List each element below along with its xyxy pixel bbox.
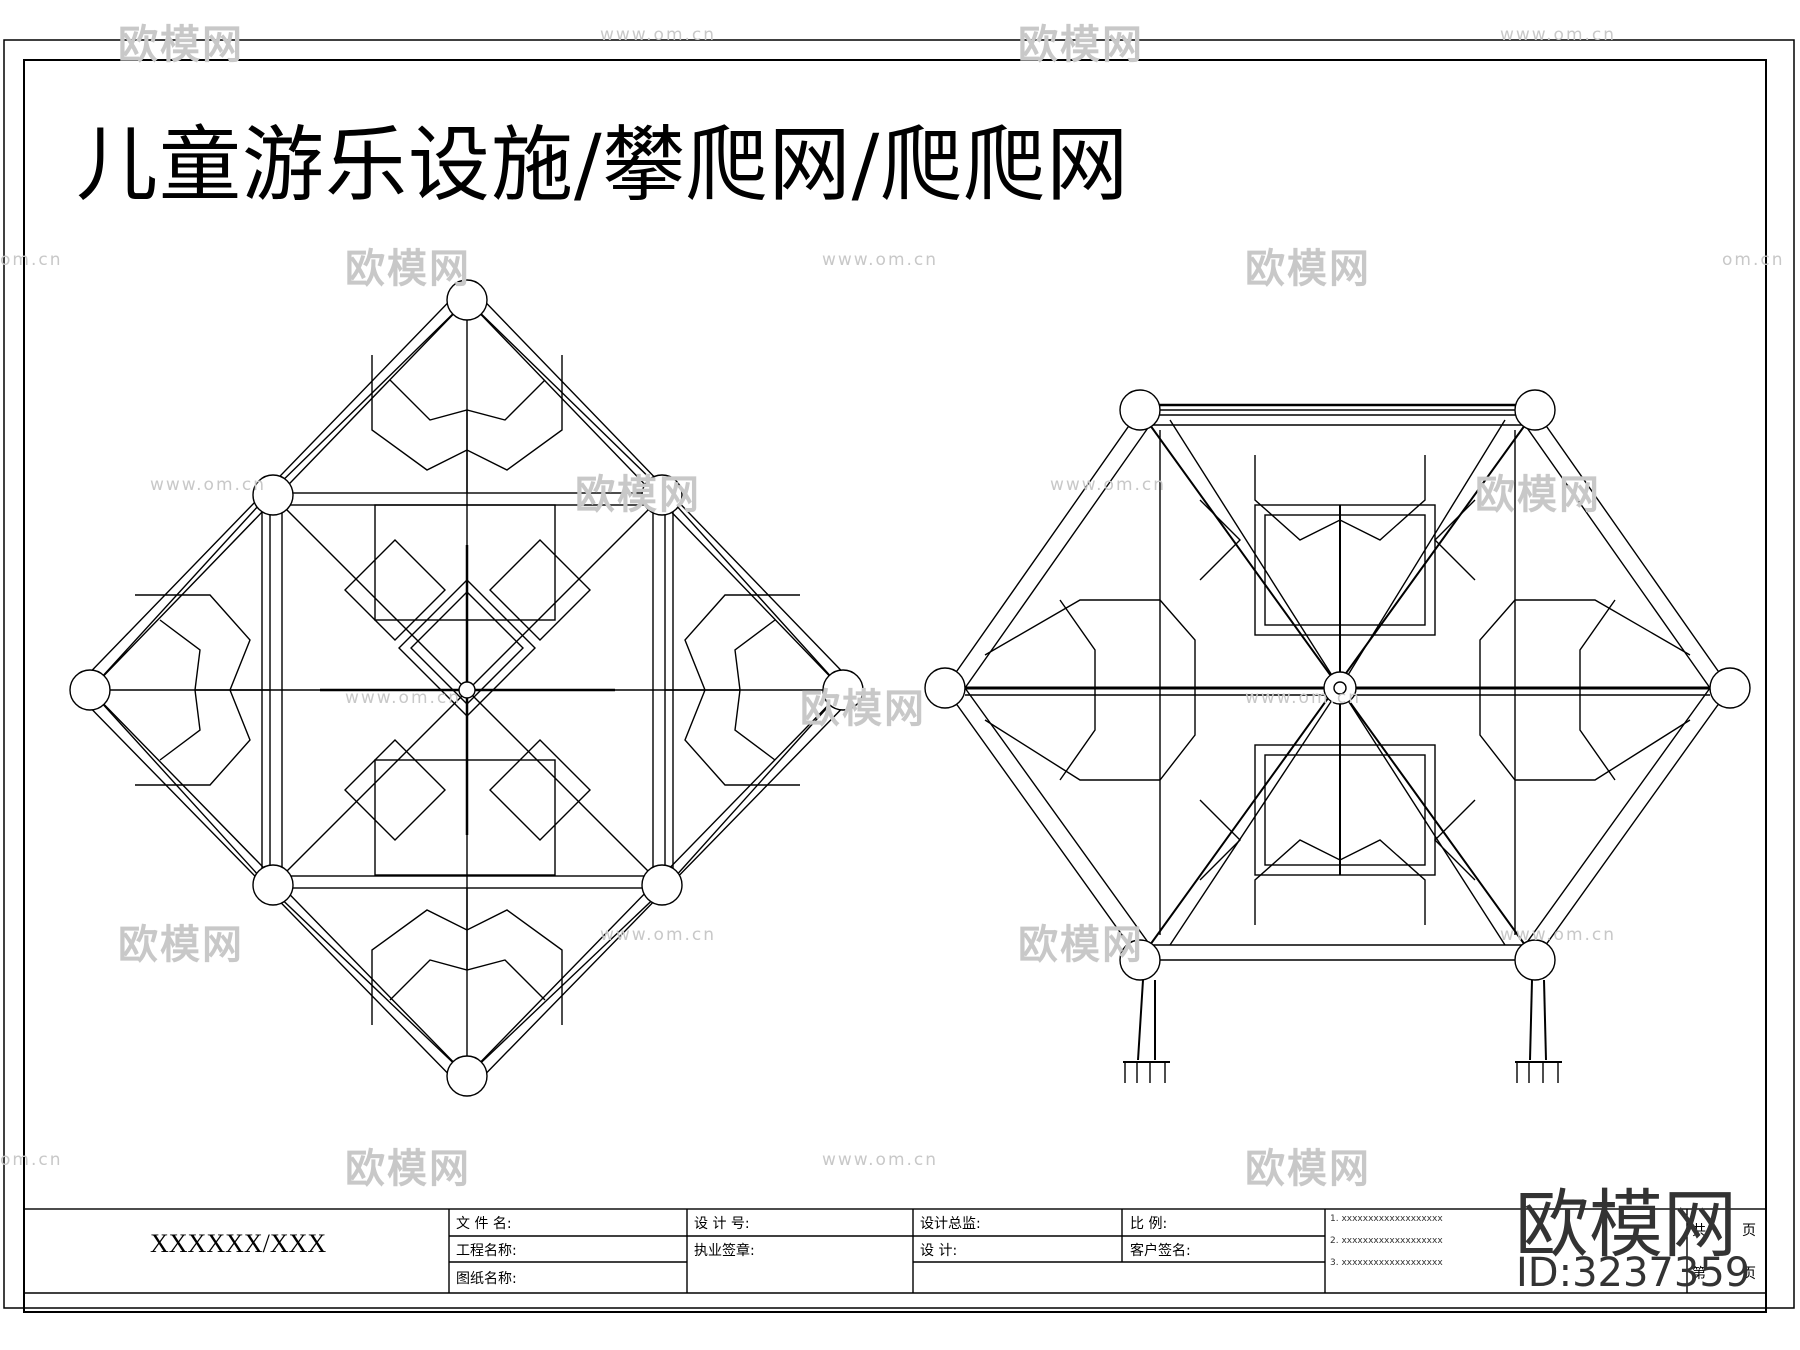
watermark-logo: 欧模网: [1245, 1146, 1371, 1192]
outer-frame: [3, 39, 1795, 1309]
license-sign-label: 执业签章:: [694, 1243, 755, 1259]
page-no-unit: 页: [1742, 1266, 1756, 1282]
watermark-logo: 欧模网: [345, 246, 471, 292]
design-director-label: 设计总监:: [920, 1216, 981, 1232]
watermark-url: om.cn: [0, 1150, 63, 1170]
page-no-label: 第: [1692, 1266, 1706, 1282]
total-pages-label: 共: [1692, 1223, 1706, 1239]
client-sign-label: 客户签名:: [1130, 1243, 1191, 1259]
watermark-url: www.om.cn: [1500, 25, 1617, 45]
watermark-url: www.om.cn: [150, 475, 267, 495]
watermark-url: www.om.cn: [600, 25, 717, 45]
watermark-url: www.om.cn: [1050, 475, 1167, 495]
total-pages-unit: 页: [1742, 1223, 1756, 1239]
watermark-logo: 欧模网: [118, 922, 244, 968]
asset-id-watermark: ID:3237359: [1516, 1250, 1751, 1296]
watermark-url: www.om.cn: [600, 925, 717, 945]
file-name-label: 文 件 名:: [456, 1216, 512, 1232]
drawing-name-label: 图纸名称:: [456, 1271, 517, 1287]
watermark-logo: 欧模网: [1245, 246, 1371, 292]
project-name-label: 工程名称:: [456, 1243, 517, 1259]
design-no-label: 设 计 号:: [694, 1216, 750, 1232]
climbing-net-elevation-view: [924, 389, 1751, 1083]
note-line-2: 2. xxxxxxxxxxxxxxxxxxx: [1330, 1236, 1443, 1246]
watermark-url: om.cn: [1722, 250, 1785, 270]
watermark-url: www.om.cn: [345, 688, 462, 708]
note-line-3: 3. xxxxxxxxxxxxxxxxxxx: [1330, 1258, 1443, 1268]
watermark-url: www.om.cn: [1500, 925, 1617, 945]
watermark-logo: 欧模网: [345, 1146, 471, 1192]
watermark-url: www.om.cn: [1245, 688, 1362, 708]
watermark-url: om.cn: [0, 250, 63, 270]
watermark-logo: 欧模网: [118, 22, 244, 68]
title-block-grid: [23, 1208, 1767, 1313]
watermark-logo: 欧模网: [800, 686, 926, 732]
watermark-logo: 欧模网: [1475, 472, 1601, 518]
designer-label: 设 计:: [920, 1243, 958, 1259]
watermark-logo: 欧模网: [575, 472, 701, 518]
note-line-1: 1. xxxxxxxxxxxxxxxxxxx: [1330, 1214, 1443, 1224]
brand-watermark: 欧模网: [1515, 1182, 1737, 1268]
watermark-logo: 欧模网: [1018, 22, 1144, 68]
climbing-net-top-view: [69, 279, 864, 1097]
watermark-logo: 欧模网: [1018, 922, 1144, 968]
scale-label: 比 例:: [1130, 1216, 1168, 1232]
drawing-title: 儿童游乐设施/攀爬网/爬爬网: [76, 118, 1130, 213]
watermark-url: www.om.cn: [822, 250, 939, 270]
watermark-url: www.om.cn: [822, 1150, 939, 1170]
drawing-code: XXXXXX/XXX: [150, 1229, 327, 1258]
